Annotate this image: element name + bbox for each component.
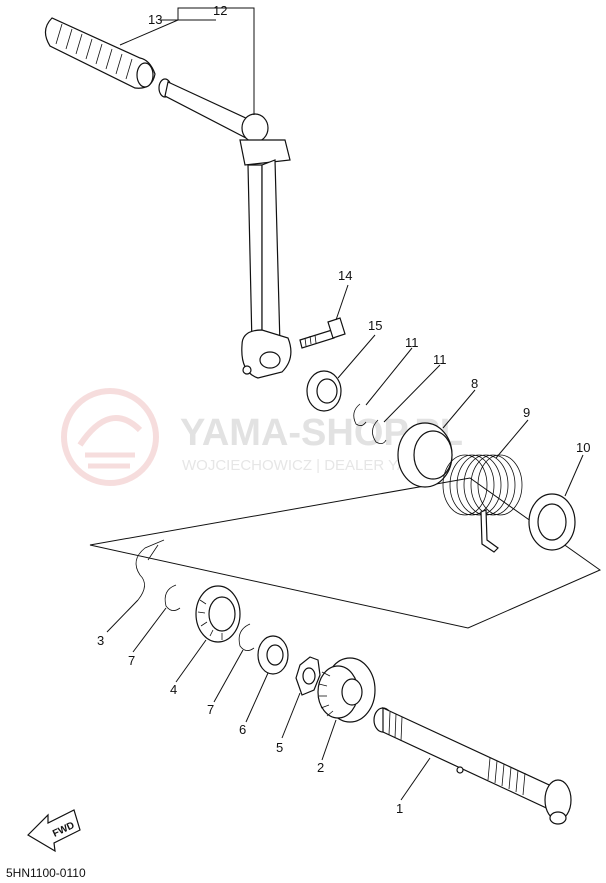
part-10-seal [528,493,576,551]
part-12-kick-crank [158,78,292,379]
diagram-code: 5HN1100-0110 [6,866,86,880]
part-5-plate [295,656,321,696]
label-13: 13 [148,12,162,27]
label-14: 14 [338,268,352,283]
leader-lines [106,7,584,801]
part-7-circlip-b [238,623,255,651]
part-11-circlip-a [353,403,367,426]
label-10: 10 [576,440,590,455]
part-4-ratchet [195,585,241,643]
part-1-kick-shaft [373,707,572,825]
part-13-grip [44,17,156,89]
label-7b: 7 [207,702,214,717]
part-14-bolt [299,317,346,349]
label-9: 9 [523,405,530,420]
label-1: 1 [396,801,403,816]
label-6: 6 [239,722,246,737]
watermark-subtitle: WOJCIECHOWICZ | DEALER YAMAHA [182,457,450,474]
label-12: 12 [213,3,227,18]
label-4: 4 [170,682,177,697]
subassembly-boundary [89,477,602,629]
part-15-oil-seal [306,370,342,412]
label-3: 3 [97,633,104,648]
label-11b: 11 [433,352,447,367]
label-11a: 11 [405,335,419,350]
part-7-circlip-a [164,584,181,611]
part-3-clip [135,539,165,601]
label-15: 15 [368,318,382,333]
label-8: 8 [471,376,478,391]
part-labels: 13 12 14 15 11 11 8 9 10 3 7 4 7 6 5 2 1 [97,3,590,816]
watermark-logo-icon [61,388,159,486]
label-5: 5 [276,740,283,755]
part-11-circlip-b [372,419,387,444]
label-7a: 7 [128,653,135,668]
part-9-torsion-spring [442,454,523,553]
watermark: YAMA-SHOP.PL WOJCIECHOWICZ | DEALER YAMA… [61,388,463,486]
part-2-kick-gear [317,657,376,723]
part-6-washer [257,635,289,675]
fwd-arrow-icon: FWD [27,809,81,853]
part-8-spring-guide [397,422,453,488]
label-2: 2 [317,760,324,775]
